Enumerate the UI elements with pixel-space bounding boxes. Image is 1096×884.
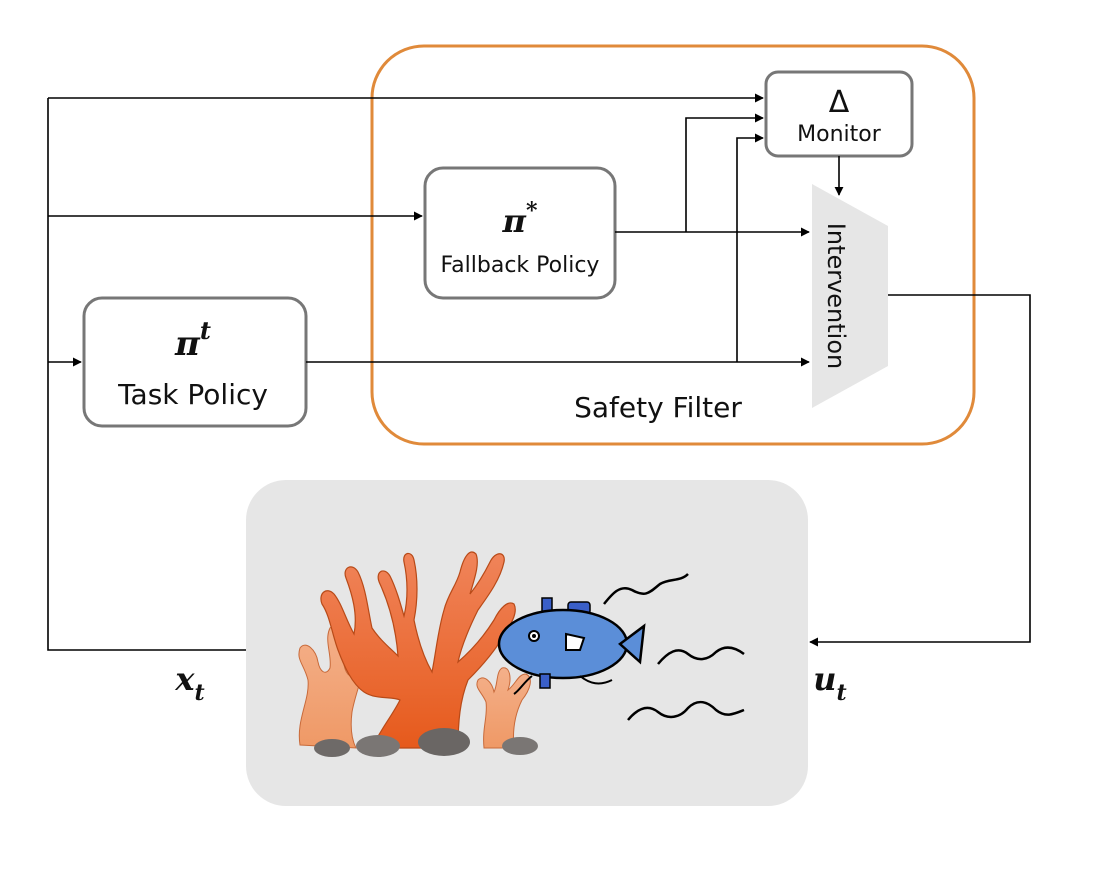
task-policy-label: Task Policy <box>117 378 268 411</box>
coral-illustration <box>298 551 538 757</box>
fallback-to-monitor-wire <box>685 113 764 232</box>
intervention-block <box>812 184 888 408</box>
state-signal-label: xt <box>174 660 204 706</box>
robot-fish-illustration <box>497 573 745 721</box>
signal-wires <box>47 93 1031 651</box>
monitor-label: Monitor <box>797 122 882 147</box>
safety-filter-label: Safety Filter <box>574 391 742 424</box>
monitor-symbol: Δ <box>829 85 850 120</box>
task-policy-symbol: πt <box>174 316 211 364</box>
control-signal-label: ut <box>813 660 846 706</box>
fallback-policy-box <box>423 166 617 300</box>
fallback-policy-symbol: π* <box>502 198 538 240</box>
safety-filter-container <box>370 44 976 446</box>
intervention-label: Intervention <box>822 223 850 369</box>
state-feedback-wire <box>47 98 246 651</box>
fallback-policy-label: Fallback Policy <box>441 253 600 278</box>
task-to-monitor-wire <box>736 133 764 362</box>
control-output-wire <box>809 294 1031 647</box>
